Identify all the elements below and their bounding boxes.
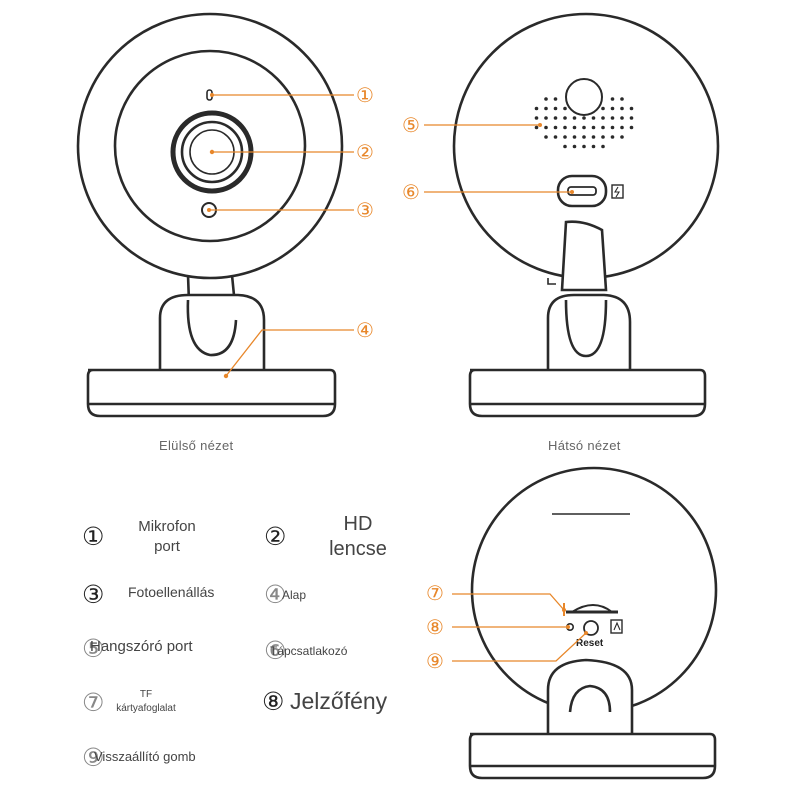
legend-number: ⑧ bbox=[262, 687, 285, 716]
front-callouts: ① ② ③ ④ bbox=[207, 83, 374, 379]
reset-label: Reset bbox=[576, 638, 604, 649]
grill-dot bbox=[620, 135, 624, 139]
grill-dot bbox=[601, 144, 605, 149]
grill-dot bbox=[610, 135, 615, 139]
legend-label: Visszaállító gomb bbox=[94, 749, 196, 764]
grill-dot bbox=[582, 116, 586, 120]
callout-8: ⑧ bbox=[426, 615, 444, 639]
back-callouts: ⑤ ⑥ bbox=[402, 113, 574, 204]
legend-label: TF kártyafoglalat bbox=[116, 689, 176, 714]
grill-dot bbox=[620, 97, 624, 101]
grill-dot bbox=[610, 116, 615, 120]
grill-dot bbox=[553, 106, 558, 111]
speaker-grill-dots bbox=[534, 97, 634, 149]
legend-number: ③ bbox=[82, 580, 105, 609]
grill-dot bbox=[629, 116, 634, 120]
legend-label: Mikrofon port bbox=[138, 518, 196, 555]
legend-label: HD lencse bbox=[329, 513, 387, 560]
grill-dot bbox=[591, 125, 596, 130]
callout-7: ⑦ bbox=[426, 581, 444, 605]
callout-3: ③ bbox=[356, 198, 374, 222]
grill-dot bbox=[563, 144, 567, 149]
grill-dot bbox=[563, 116, 567, 120]
grill-dot bbox=[572, 135, 577, 139]
legend-number: ④ bbox=[264, 580, 287, 609]
grill-dot bbox=[572, 144, 577, 149]
back-view-caption: Hátsó nézet bbox=[548, 438, 621, 453]
legend-number: ② bbox=[264, 522, 287, 551]
card-symbol-icon bbox=[610, 619, 623, 634]
grill-dot bbox=[629, 106, 634, 111]
speaker-port bbox=[565, 78, 603, 116]
grill-dot bbox=[620, 106, 624, 111]
grill-dot bbox=[601, 106, 605, 111]
reset-button bbox=[583, 620, 599, 636]
grill-dot bbox=[601, 135, 605, 139]
callout-5: ⑤ bbox=[402, 113, 420, 137]
grill-dot bbox=[544, 106, 548, 111]
grill-dot bbox=[601, 125, 605, 130]
grill-dot bbox=[553, 125, 558, 130]
legend-number: ⑤ bbox=[82, 634, 105, 663]
grill-dot bbox=[591, 116, 596, 120]
bottom-callouts: ⑦ ⑧ ⑨ bbox=[426, 581, 588, 673]
callout-6: ⑥ bbox=[402, 180, 420, 204]
grill-dot bbox=[620, 116, 624, 120]
callout-1: ① bbox=[356, 83, 374, 107]
callout-9: ⑨ bbox=[426, 649, 444, 673]
grill-dot bbox=[582, 125, 586, 130]
legend-label: Alap bbox=[282, 588, 307, 602]
grill-dot bbox=[553, 97, 558, 101]
power-symbol-icon bbox=[611, 184, 624, 199]
grill-dot bbox=[534, 106, 539, 111]
legend-number: ⑥ bbox=[264, 636, 287, 665]
grill-dot bbox=[544, 116, 548, 120]
grill-dot bbox=[563, 135, 567, 139]
legend-number: ⑨ bbox=[82, 743, 105, 772]
grill-dot bbox=[572, 116, 577, 120]
front-view-camera bbox=[76, 12, 344, 418]
grill-dot bbox=[582, 135, 586, 139]
grill-dot bbox=[610, 106, 615, 111]
grill-dot bbox=[572, 125, 577, 130]
grill-dot bbox=[553, 135, 558, 139]
callout-4: ④ bbox=[356, 318, 374, 342]
callout-2: ② bbox=[356, 140, 374, 164]
grill-dot bbox=[563, 106, 567, 111]
grill-dot bbox=[553, 116, 558, 120]
power-connector bbox=[556, 174, 608, 208]
legend-label: Hangszóró port bbox=[90, 638, 193, 655]
legend-label: Jelzőfény bbox=[290, 688, 388, 714]
grill-dot bbox=[610, 125, 615, 130]
legend-number: ⑦ bbox=[82, 688, 105, 717]
grill-dot bbox=[591, 144, 596, 149]
front-view-caption: Elülső nézet bbox=[159, 438, 234, 453]
grill-dot bbox=[582, 144, 586, 149]
grill-dot bbox=[591, 135, 596, 139]
grill-dot bbox=[563, 125, 567, 130]
grill-dot bbox=[610, 97, 615, 101]
grill-dot bbox=[544, 125, 548, 130]
legend-label: Tápcsatlakozó bbox=[270, 644, 348, 658]
grill-dot bbox=[620, 125, 624, 130]
grill-dot bbox=[629, 125, 634, 130]
grill-dot bbox=[544, 135, 548, 139]
grill-dot bbox=[544, 97, 548, 101]
back-view-camera bbox=[452, 12, 720, 418]
bottom-view-camera: Reset bbox=[468, 466, 718, 780]
legend-label: Fotoellenállás bbox=[128, 584, 215, 600]
legend-number: ① bbox=[82, 522, 105, 551]
grill-dot bbox=[534, 125, 539, 130]
grill-dot bbox=[534, 116, 539, 120]
grill-dot bbox=[601, 116, 605, 120]
